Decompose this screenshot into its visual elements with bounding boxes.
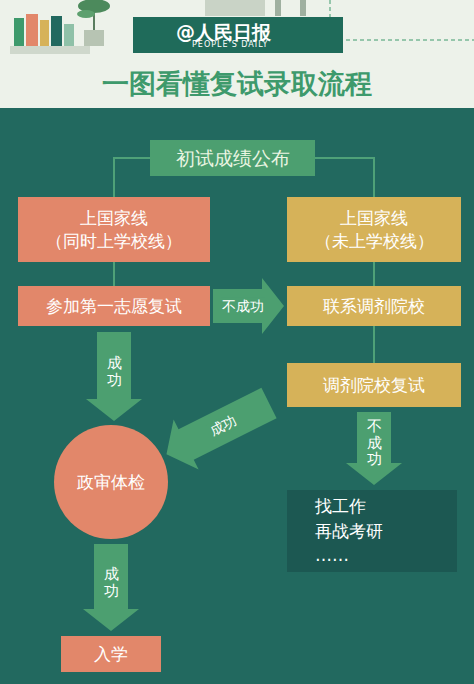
process-box: 参加第一志愿复试	[18, 286, 210, 326]
connector-line	[114, 158, 150, 197]
plant-illustration	[77, 0, 110, 46]
process-circle: 政审体检	[54, 425, 168, 539]
process-box: 上国家线 （同时上学校线）	[18, 197, 210, 262]
flow-arrow	[86, 332, 142, 421]
connector-line	[373, 326, 375, 363]
connector-line	[113, 262, 115, 286]
logo-badge	[133, 17, 343, 53]
header-band	[0, 0, 474, 108]
flow-arrow	[83, 544, 139, 631]
ground	[0, 108, 474, 684]
edge-label: 成功	[205, 412, 239, 440]
process-box: 调剂院校复试	[287, 363, 461, 407]
node-text: 政审体检	[77, 471, 145, 493]
flow-arrow	[166, 388, 276, 470]
logo-subtext: PEOPLE'S DAILY	[192, 40, 268, 49]
end-box: 找工作 再战考研 ……	[287, 490, 457, 572]
connector-line	[373, 262, 375, 286]
flow-arrow	[213, 278, 284, 334]
circle-fill	[54, 425, 168, 539]
title: 一图看懂复试录取流程	[0, 66, 474, 102]
node-text: 上国家线 （未上学校线）	[297, 207, 451, 251]
node-text: 联系调剂院校	[323, 295, 425, 317]
connector-line	[315, 158, 374, 197]
edge-label: 成功	[103, 566, 120, 599]
node-text: 入学	[94, 643, 128, 665]
node-text: 调剂院校复试	[323, 374, 425, 396]
process-box: 联系调剂院校	[287, 286, 461, 326]
node-text: 参加第一志愿复试	[46, 295, 182, 317]
books-illustration	[10, 14, 90, 54]
process-box: 上国家线 （未上学校线）	[287, 197, 461, 262]
flow-arrow	[346, 412, 402, 485]
end-box: 入学	[61, 636, 161, 672]
edge-label: 成功	[106, 355, 123, 388]
edge-label: 不成功	[221, 298, 265, 315]
edge-label: 不成功	[366, 418, 383, 468]
node-text: 找工作 再战考研 ……	[315, 494, 400, 568]
start-box: 初试成绩公布	[150, 140, 315, 176]
node-text: 初试成绩公布	[176, 146, 290, 171]
node-text: 上国家线 （同时上学校线）	[28, 207, 200, 251]
